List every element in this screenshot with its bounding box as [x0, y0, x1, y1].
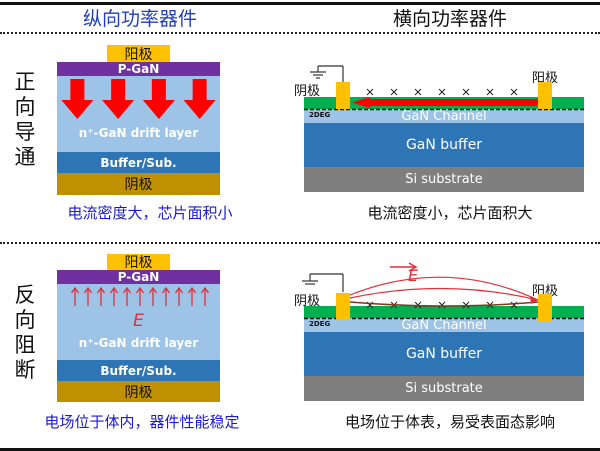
field-line [349, 287, 539, 301]
current-down-arrow [61, 79, 94, 119]
field-line [349, 276, 539, 301]
header-divider [0, 32, 600, 34]
vertical-column-title: 纵向功率器件 [82, 8, 197, 30]
field-up-arrow [148, 286, 158, 306]
gan-channel-layer: GaN Channel [304, 317, 584, 333]
field-line [349, 301, 539, 307]
field-up-arrow [109, 286, 119, 306]
p-gan-layer: P-GaN [57, 62, 220, 76]
drift-layer: n⁺-GaN drift layer E [57, 284, 220, 360]
row-label-char: 正 [14, 70, 36, 94]
p-gan-layer: P-GaN [57, 270, 220, 284]
electric-field-label: E [408, 266, 419, 285]
surface-charge-mark [486, 88, 494, 96]
surface-charge-mark [510, 88, 518, 96]
current-arrow [352, 97, 538, 108]
row-label-char: 断 [14, 358, 36, 382]
row-label-char: 导 [14, 120, 36, 144]
row-label-forward: 正 向 导 通 [12, 70, 38, 170]
surface-charges [366, 301, 518, 309]
anode-electrode [538, 82, 552, 109]
buffer-layer: Buffer/Sub. [57, 152, 220, 173]
surface-charge-mark [462, 301, 470, 309]
lateral-cathode-label: 阴极 [294, 294, 321, 309]
field-up-arrow [200, 286, 210, 306]
2deg-label: 2DEG [309, 320, 331, 328]
caption-vertical-reverse: 电场位于体内，器件性能稳定 [44, 413, 240, 431]
gan-buffer-layer: GaN buffer [304, 123, 584, 167]
caption-lateral-forward: 电流密度小，芯片面积大 [367, 204, 533, 222]
bottom-border [0, 448, 600, 451]
field-up-arrow [187, 286, 197, 306]
ground-icon [302, 273, 344, 292]
gan-buffer-layer: GaN buffer [304, 332, 584, 376]
2deg-dashed-line [304, 317, 584, 320]
field-up-arrow [122, 286, 132, 306]
gan-channel-label: GaN Channel [401, 108, 487, 124]
row-divider [0, 242, 600, 244]
current-down-arrow [183, 79, 216, 119]
gan-channel-label: GaN Channel [401, 317, 487, 333]
row-label-reverse: 反 向 阻 断 [12, 283, 38, 383]
field-up-arrow [83, 286, 93, 306]
row-label-char: 阻 [14, 333, 36, 357]
2deg-label: 2DEG [309, 111, 331, 119]
field-up-arrow [70, 286, 80, 306]
surface-charges [366, 88, 518, 96]
gan-channel-layer: GaN Channel [304, 108, 584, 124]
anode-electrode [538, 294, 552, 321]
anode-electrode: 阳极 [107, 254, 170, 271]
lateral-column-title: 横向功率器件 [392, 8, 507, 30]
cathode-electrode [336, 82, 350, 109]
surface-charge-mark [390, 88, 398, 96]
field-direction-arrowhead [408, 262, 418, 272]
si-substrate-layer: Si substrate [304, 376, 584, 401]
2deg-dashed-line [304, 108, 584, 111]
caption-lateral-reverse: 电场位于体表，易受表面态影响 [344, 413, 555, 431]
lateral-cathode-label: 阴极 [294, 84, 321, 99]
surface-charge-mark [414, 88, 422, 96]
field-up-arrow [135, 286, 145, 306]
anode-electrode: 阳极 [107, 45, 170, 63]
field-up-arrow [174, 286, 184, 306]
row-label-char: 通 [14, 145, 36, 169]
current-arrows [61, 79, 216, 119]
current-down-arrow [142, 79, 175, 119]
drift-layer-label: n⁺-GaN drift layer [78, 336, 199, 350]
row-label-char: 向 [14, 308, 36, 332]
caption-vertical-forward: 电流密度大，芯片面积小 [67, 204, 233, 222]
top-border [0, 2, 600, 5]
si-substrate-layer: Si substrate [304, 167, 584, 192]
electric-field-lines [349, 262, 539, 307]
buffer-layer: Buffer/Sub. [57, 360, 220, 381]
field-arrowhead [530, 296, 538, 304]
surface-charge-mark [366, 88, 374, 96]
ground-icon [310, 65, 344, 82]
cathode-electrode [336, 293, 350, 320]
row-label-char: 反 [14, 283, 36, 307]
electric-field-arrows [70, 286, 210, 306]
field-up-arrow [161, 286, 171, 306]
cathode-electrode: 阴极 [57, 173, 220, 195]
row-label-char: 向 [14, 95, 36, 119]
algan-barrier-layer [304, 306, 584, 318]
surface-charge-mark [462, 88, 470, 96]
current-down-arrow [102, 79, 135, 119]
surface-charge-mark [438, 301, 446, 309]
electric-field-label: E [133, 311, 144, 331]
field-up-arrow [96, 286, 106, 306]
cathode-electrode: 阴极 [57, 381, 220, 402]
surface-charge-mark [438, 88, 446, 96]
drift-layer-label: n⁺-GaN drift layer [78, 126, 199, 140]
